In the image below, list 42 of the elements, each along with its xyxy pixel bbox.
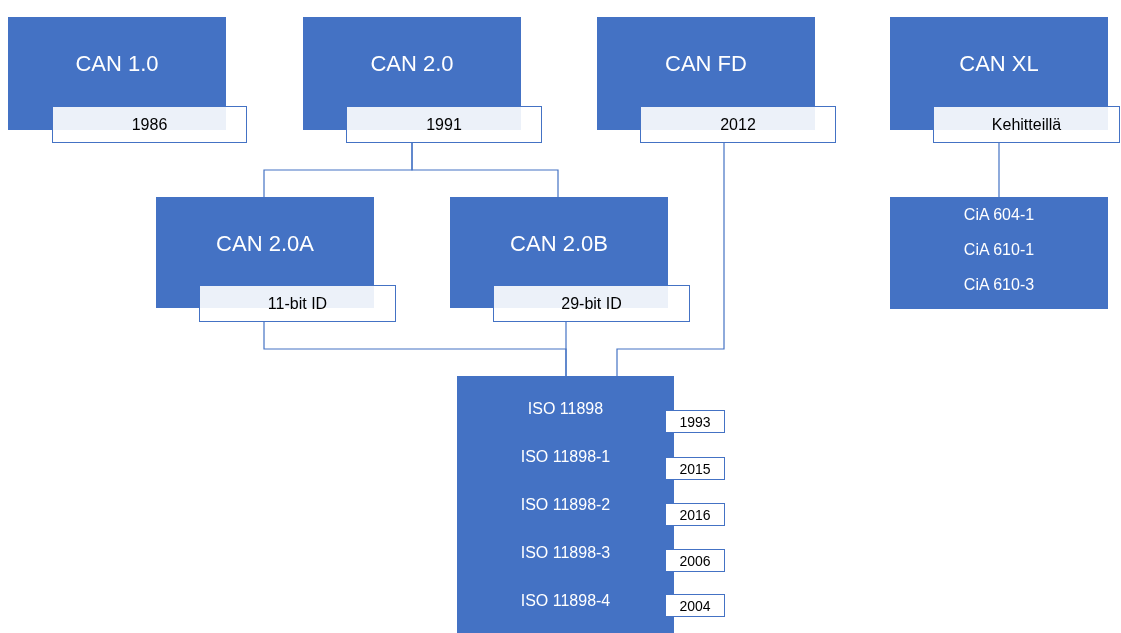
- year-text: 2016: [679, 505, 711, 524]
- year-text: 1993: [679, 412, 711, 431]
- standard-code: ISO 11898: [527, 399, 604, 419]
- year-text: 1986: [131, 114, 168, 135]
- standard-list-box: [457, 376, 674, 633]
- year-tag: [665, 457, 725, 480]
- standard-code: CiA 610-1: [963, 240, 1035, 260]
- year-tag: [640, 106, 836, 143]
- standard-code: ISO 11898-2: [520, 495, 611, 515]
- year-text: 1991: [426, 114, 462, 135]
- year-text: 2006: [679, 551, 711, 570]
- year-text: 2015: [679, 459, 711, 478]
- year-text: Kehitteillä: [991, 114, 1062, 135]
- standard-list-box: [890, 197, 1108, 309]
- year-tag: [199, 285, 396, 322]
- standard-code: ISO 11898-3: [520, 543, 611, 563]
- standard-code: ISO 11898-1: [520, 447, 611, 467]
- standard-name: CAN 2.0: [370, 51, 454, 77]
- standard-name: CAN 1.0: [75, 51, 159, 77]
- standard-code: CiA 604-1: [963, 205, 1035, 225]
- standard-name: CAN 2.0A: [216, 231, 314, 257]
- standard-code: CiA 610-3: [963, 275, 1035, 295]
- year-tag: [665, 594, 725, 617]
- connector-line: [411, 142, 559, 198]
- connector-line: [565, 321, 567, 377]
- connector-line: [616, 142, 725, 377]
- year-tag: [665, 503, 725, 526]
- year-text: 11-bit ID: [267, 293, 328, 314]
- year-text: 2012: [720, 114, 756, 135]
- year-tag: [346, 106, 542, 143]
- standard-name: CAN FD: [665, 51, 747, 77]
- year-tag: [493, 285, 690, 322]
- year-text: 29-bit ID: [561, 293, 622, 314]
- connector-line: [998, 142, 1000, 198]
- year-tag: [665, 549, 725, 572]
- year-text: 2004: [679, 596, 711, 615]
- standard-name: CAN XL: [959, 51, 1039, 77]
- year-tag: [52, 106, 247, 143]
- year-tag: [665, 410, 725, 433]
- standard-code: ISO 11898-4: [520, 591, 611, 611]
- standard-name: CAN 2.0B: [510, 231, 608, 257]
- year-tag: [933, 106, 1120, 143]
